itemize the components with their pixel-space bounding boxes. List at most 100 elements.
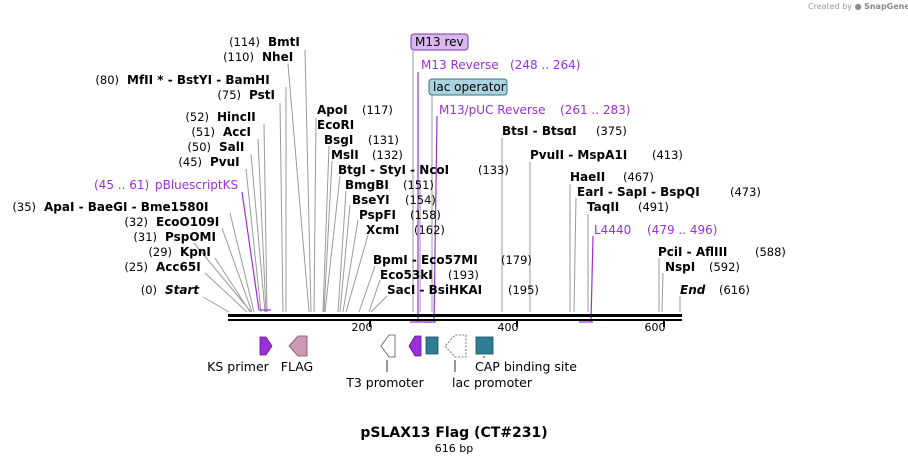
m13-rev-arrow-icon	[408, 335, 422, 357]
enzyme-connectors	[193, 49, 681, 313]
tick-label-600: 600	[645, 321, 666, 334]
primer-range: (45 .. 61)	[94, 178, 149, 192]
enzyme-name: BseYI	[352, 193, 390, 207]
enzyme-name: BpmI - Eco57MI	[373, 253, 478, 267]
enzyme-name: KpnI	[180, 245, 211, 259]
enzyme-name: PspOMI	[165, 230, 216, 244]
plasmid-title: pSLAX13 Flag (CT#231)	[360, 425, 548, 441]
enzyme-name: XcmI	[366, 223, 399, 237]
enzyme-pos: (75)	[217, 88, 241, 102]
enzyme-pos: (80)	[95, 73, 119, 87]
tick-label-200: 200	[352, 321, 373, 334]
primer-name: M13/pUC Reverse	[439, 103, 546, 117]
enzyme-name: PspFI	[359, 208, 396, 222]
enzyme-name: Eco53kI	[380, 268, 433, 282]
enzyme-name: NheI	[262, 50, 293, 64]
enzyme-name: NspI	[665, 260, 695, 274]
m13-rev-box: M13 rev	[410, 33, 469, 51]
t3-promoter-arrow-icon	[380, 334, 396, 358]
tick-label-400: 400	[498, 321, 519, 334]
enzyme-pos: (467)	[623, 170, 654, 184]
plasmid-length: 616 bp	[434, 442, 474, 455]
enzyme-pos: (375)	[596, 124, 627, 138]
feature-label-lac-promoter: lac promoter	[452, 375, 533, 390]
enzyme-name: EarI - SapI - BspQI	[577, 185, 700, 199]
enzyme-name: BmtI	[268, 35, 300, 49]
enzyme-pos: (133)	[478, 163, 509, 177]
primer-name: L4440	[594, 223, 631, 237]
enzyme-labels-left: (114) BmtI (110) NheI (80) MfII * - BstY…	[12, 35, 299, 297]
dna-backbone	[228, 314, 682, 321]
enzyme-name: Acc65I	[156, 260, 201, 274]
enzyme-pos: (51)	[191, 125, 215, 139]
enzyme-pos: (0)	[141, 283, 157, 297]
enzyme-name: HincII	[217, 110, 256, 124]
enzyme-name: BsgI	[324, 133, 353, 147]
enzyme-name: TaqII	[587, 200, 619, 214]
enzyme-pos: (151)	[403, 178, 434, 192]
enzyme-name: PstI	[249, 88, 275, 102]
enzyme-pos: (114)	[229, 35, 260, 49]
enzyme-name: BtgI - StyI - NcoI	[338, 163, 449, 177]
enzyme-name: SacI - BsiHKAI	[387, 283, 482, 297]
feature-label-flag: FLAG	[281, 359, 313, 374]
enzyme-pos: (592)	[709, 260, 740, 274]
enzyme-name: PvuI	[210, 155, 240, 169]
feature-glyphs	[259, 334, 494, 358]
enzyme-name: EcoO109I	[156, 215, 219, 229]
feature-label-t3-promoter: T3 promoter	[345, 375, 424, 390]
lac-operator-box: lac operator	[428, 78, 508, 96]
end-label: End	[680, 283, 706, 297]
enzyme-pos: (31)	[133, 230, 157, 244]
enzyme-name: AccI	[223, 125, 251, 139]
primer-name: M13 Reverse	[421, 58, 499, 72]
lac-operator-label: lac operator	[433, 80, 506, 94]
enzyme-pos: (413)	[652, 148, 683, 162]
feature-labels: KS primer FLAG T3 promoter lac promoter …	[207, 359, 577, 390]
enzyme-name: SalI	[219, 140, 244, 154]
enzyme-name: PvuII - MspA1I	[530, 148, 627, 162]
enzyme-pos: (195)	[508, 283, 539, 297]
primer-name: pBluescriptKS	[155, 178, 238, 192]
enzyme-pos: (32)	[124, 215, 148, 229]
lac-promoter-arrow-icon	[444, 334, 467, 358]
enzyme-name: BmgBI	[345, 178, 389, 192]
enzyme-pos: (154)	[405, 193, 436, 207]
enzyme-name: EcoRI	[317, 118, 354, 132]
enzyme-pos: (132)	[372, 148, 403, 162]
enzyme-name: BtsI - BtsαI	[502, 124, 577, 138]
axis-ticks: 200 400 600	[352, 321, 666, 334]
enzyme-pos: (473)	[730, 185, 761, 199]
enzyme-name: PciI - AflIII	[658, 245, 727, 259]
primer-range: (479 .. 496)	[647, 223, 717, 237]
primer-range: (261 .. 283)	[560, 103, 630, 117]
enzyme-name: HaeII	[570, 170, 605, 184]
feature-leaders	[386, 356, 485, 372]
enzyme-pos: (45)	[178, 155, 202, 169]
primer-connectors	[241, 72, 594, 323]
enzyme-pos: (616)	[719, 283, 750, 297]
primer-labels: (45 .. 61) pBluescriptKS M13 Reverse (24…	[94, 58, 717, 237]
cap-binding-site-icon	[475, 336, 494, 355]
enzyme-pos: (588)	[755, 245, 786, 259]
snapgene-credit: Created by ● SnapGene	[808, 2, 908, 11]
enzyme-pos: (131)	[368, 133, 399, 147]
credit-prefix: Created by	[808, 2, 853, 11]
feature-label-ks-primer: KS primer	[207, 359, 270, 374]
enzyme-name: MslI	[331, 148, 359, 162]
m13-rev-label: M13 rev	[415, 35, 464, 49]
snapgene-logo: ●	[854, 2, 862, 11]
enzyme-pos: (117)	[362, 103, 393, 117]
lac-operator-box-icon	[425, 336, 439, 355]
enzyme-pos: (179)	[501, 253, 532, 267]
flag-arrow-icon	[288, 335, 308, 357]
enzyme-pos: (25)	[124, 260, 148, 274]
credit-brand: SnapGene	[864, 2, 908, 11]
enzyme-pos: (193)	[448, 268, 479, 282]
enzyme-name: MfII * - BstYI - BamHI	[127, 73, 270, 87]
enzyme-labels-middle: ApoI (117) EcoRI BsgI (131) MslI (132) B…	[317, 103, 539, 297]
enzyme-pos: (35)	[12, 200, 36, 214]
enzyme-pos: (52)	[185, 110, 209, 124]
enzyme-labels-right: BtsI - BtsαI (375) PvuII - MspA1I (413) …	[502, 124, 786, 297]
